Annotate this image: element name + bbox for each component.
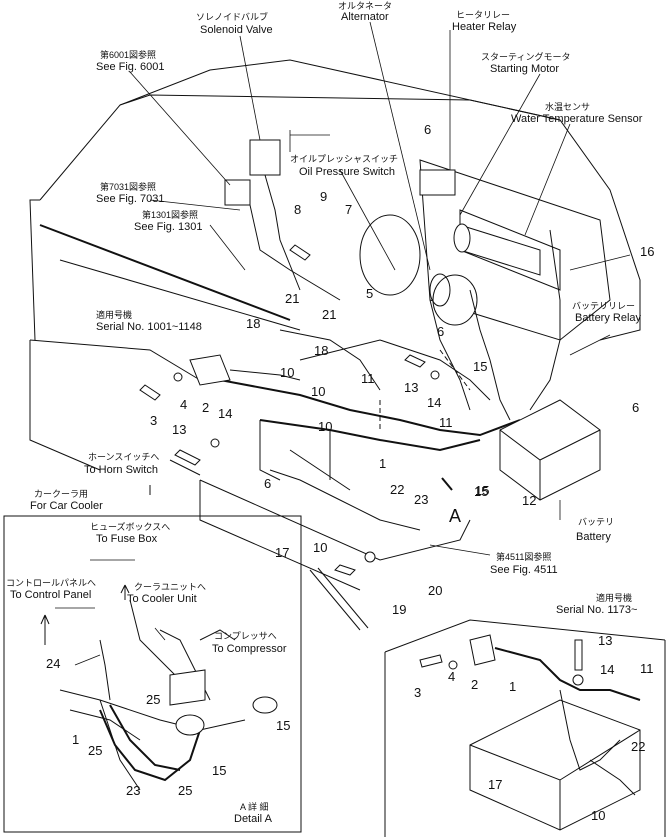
fuse-box-label-jp: ヒューズボックスへ: [90, 522, 171, 532]
callout-number: 11: [640, 661, 654, 676]
callout-number: 24: [46, 656, 61, 671]
see-fig-1301-label: See Fig. 1301: [134, 221, 203, 233]
callout-number: 12: [522, 493, 537, 508]
callout-number: 6: [264, 476, 272, 491]
see-fig-4511-label-jp: 第4511図参照: [496, 552, 552, 562]
callout-number: 13: [404, 380, 419, 395]
callout-number: 11: [361, 371, 375, 386]
horn-switch-label-jp: ホーンスイッチへ: [88, 452, 160, 462]
cooler-unit-label-jp: クーラユニットへ: [134, 582, 207, 592]
callout-number: 10: [318, 419, 333, 434]
battery-label: Battery: [576, 531, 611, 543]
battery-relay-label-jp: バッテリリレー: [572, 301, 636, 311]
solenoid-valve-label-jp: ソレノイドバルブ: [196, 12, 269, 22]
horn-switch-label: To Horn Switch: [84, 464, 158, 476]
callout-number: 17: [275, 545, 290, 560]
alternator-label-jp: オルタネータ: [338, 1, 393, 11]
callout-number: 21: [322, 307, 337, 322]
callout-number: 14: [427, 395, 442, 410]
callout-number: 25: [146, 692, 161, 707]
callout-number: 3: [150, 413, 158, 428]
callout-number: 1: [379, 456, 387, 471]
callout-number: 16: [640, 244, 655, 259]
callout-number: 13: [172, 422, 187, 437]
callout-number: 2: [202, 400, 210, 415]
callout-number: 20: [428, 583, 443, 598]
detail-a-label: Detail A: [234, 813, 272, 825]
callout-number: 14: [218, 406, 233, 421]
solenoid-valve-label: Solenoid Valve: [200, 24, 273, 36]
callout-number: 9: [320, 189, 328, 204]
callout-number: 22: [631, 739, 646, 754]
see-fig-7031-label-jp: 第7031図参照: [100, 182, 157, 192]
callout-number: 25: [178, 783, 193, 798]
callout-number: 19: [392, 602, 407, 617]
fuse-box-label: To Fuse Box: [96, 533, 158, 545]
callout-number: 7: [345, 202, 353, 217]
callout-number: 21: [285, 291, 300, 306]
view-a-marker: A: [449, 506, 462, 526]
control-panel-label-jp: コントロールパネルへ: [6, 578, 97, 588]
detail-a-label-jp: A 詳 細: [240, 802, 269, 812]
callout-number: 10: [280, 365, 295, 380]
callout-number: 10: [311, 384, 326, 399]
alternator-label: Alternator: [341, 11, 389, 23]
serial-range-1-label-jp: 適用号機: [96, 310, 133, 320]
callout-number: 10: [591, 808, 606, 823]
water-temp-sensor-label-jp: 水温センサ: [545, 102, 591, 112]
starting-motor-label: Starting Motor: [490, 63, 560, 75]
callout-number: 23: [126, 783, 141, 798]
callout-number: 1: [509, 679, 517, 694]
control-panel-label: To Control Panel: [10, 589, 92, 601]
callout-number: 3: [414, 685, 422, 700]
compressor-label: To Compressor: [212, 643, 287, 655]
callout-number: 13: [598, 633, 613, 648]
cooler-unit-label: To Cooler Unit: [127, 593, 197, 605]
callout-number: 1: [72, 732, 80, 747]
battery-relay-label: Battery Relay: [575, 312, 642, 324]
callout-number: 23: [414, 492, 429, 507]
see-fig-7031-label: See Fig. 7031: [96, 193, 165, 205]
serial-range-1-label: Serial No. 1001~1148: [96, 321, 202, 333]
callout-number: 22: [390, 482, 405, 497]
compressor-label-jp: コンプレッサへ: [214, 631, 277, 641]
callout-number: 14: [600, 662, 615, 677]
callout-number: 5: [366, 286, 374, 301]
callout-number: 10: [313, 540, 328, 555]
heater-relay-label-jp: ヒータリレー: [456, 10, 511, 20]
callout-number: 6: [437, 324, 445, 339]
callout-number: 15: [212, 763, 227, 778]
car-cooler-label-jp: カークーラ用: [34, 489, 89, 499]
serial-range-2-label: Serial No. 1173~: [556, 604, 638, 616]
starting-motor-label-jp: スターティングモータ: [481, 52, 571, 62]
car-cooler-label: For Car Cooler: [30, 500, 103, 512]
callout-number: 18: [314, 343, 329, 358]
heater-relay-label: Heater Relay: [452, 21, 517, 33]
battery-label-jp: バッテリ: [578, 517, 615, 527]
callout-number: 4: [180, 397, 188, 412]
see-fig-6001-label-jp: 第6001図参照: [100, 50, 157, 60]
see-fig-4511-label: See Fig. 4511: [490, 564, 558, 576]
callout-number: 2: [471, 677, 479, 692]
callout-number: 4: [448, 669, 456, 684]
see-fig-6001-label: See Fig. 6001: [96, 61, 165, 73]
callout-number: 6: [632, 400, 640, 415]
callout-number: 15: [474, 484, 489, 499]
callout-number: 15: [473, 359, 488, 374]
callout-number: 6: [424, 122, 432, 137]
oil-pressure-switch-label-jp: オイルプレッシャスイッチ: [290, 154, 399, 164]
callout-number: 17: [488, 777, 503, 792]
serial-range-2-label-jp: 適用号機: [596, 593, 633, 603]
callout-number: 8: [294, 202, 302, 217]
callout-number: 15: [276, 718, 291, 733]
callout-number: 11: [439, 415, 453, 430]
see-fig-1301-label-jp: 第1301図参照: [142, 210, 199, 220]
callout-number: 25: [88, 743, 103, 758]
oil-pressure-switch-label: Oil Pressure Switch: [299, 166, 395, 178]
water-temp-sensor-label: Water Temperature Sensor: [511, 113, 643, 125]
callout-number: 15: [475, 483, 490, 498]
callout-number: 18: [246, 316, 261, 331]
